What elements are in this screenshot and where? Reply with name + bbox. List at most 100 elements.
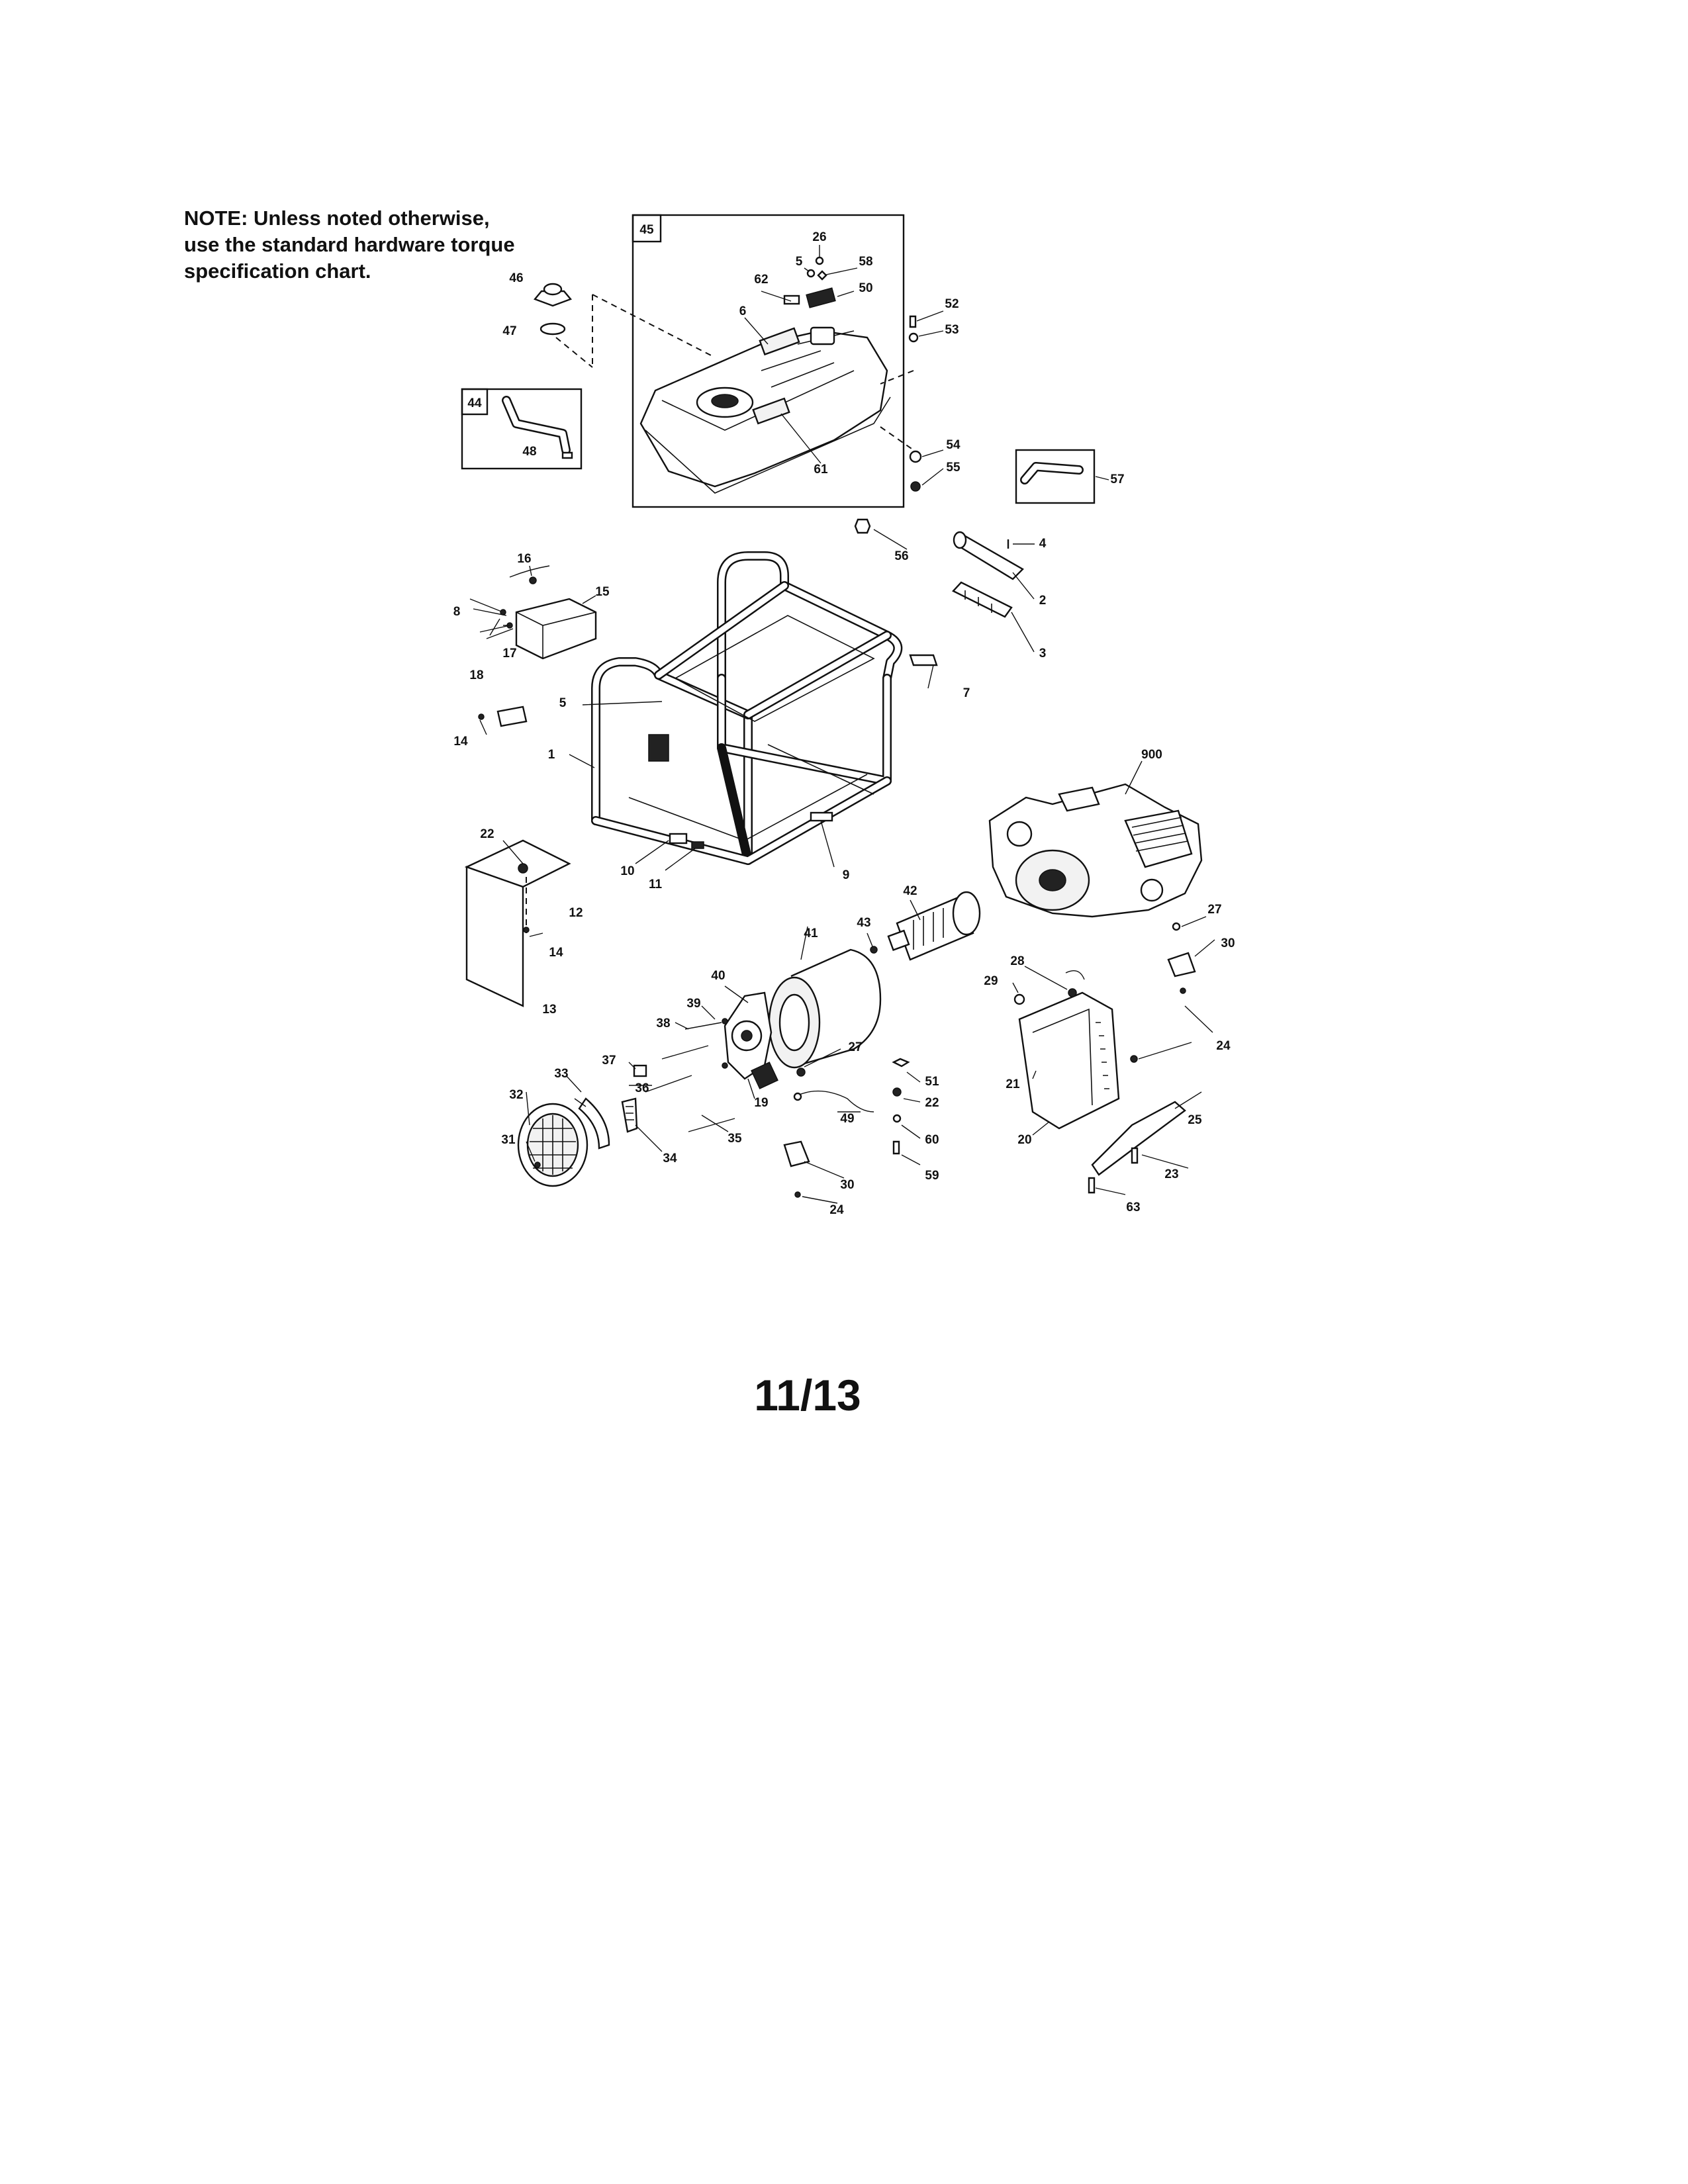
note-line-3: specification chart. xyxy=(184,259,371,283)
center-hardware xyxy=(783,1058,910,1198)
part-label: 55 xyxy=(946,461,961,475)
part-label: 4 xyxy=(1039,537,1047,551)
part-label: 30 xyxy=(840,1178,854,1192)
part-label: 21 xyxy=(1006,1077,1020,1091)
part-19-brush xyxy=(751,1062,778,1089)
part-28-exhaust-outlet xyxy=(1065,970,1085,980)
part-18-bracket xyxy=(496,705,528,727)
part-23-bolt xyxy=(1131,1147,1139,1164)
part-53-washer xyxy=(908,332,919,343)
fuel-tank-ridge xyxy=(661,370,855,431)
part-48-clamp xyxy=(561,451,573,459)
part-label: 33 xyxy=(554,1067,568,1081)
note-line-2: use the standard hardware torque xyxy=(184,233,515,256)
part-label: 22 xyxy=(925,1096,939,1110)
part-59-bolt xyxy=(892,1140,900,1155)
part-label: 15 xyxy=(595,585,610,599)
part-60-washer xyxy=(892,1114,902,1123)
muffler-group xyxy=(1013,922,1196,1194)
fuel-cap-dash xyxy=(555,294,716,368)
part-label: 22 xyxy=(480,827,494,841)
part-label: 24 xyxy=(1216,1039,1231,1053)
part-63-bolt xyxy=(1088,1177,1096,1194)
part-label: 25 xyxy=(1188,1113,1202,1127)
part-13-panel xyxy=(465,866,524,1007)
part-label: 900 xyxy=(1141,748,1162,762)
part-14b-screw xyxy=(523,927,530,933)
part-label: 36 xyxy=(635,1081,649,1095)
part-label: 38 xyxy=(656,1017,670,1030)
part-label: 3 xyxy=(1039,647,1047,660)
part-label: 14 xyxy=(453,735,468,749)
part-7-label xyxy=(909,654,938,666)
part-9-mount xyxy=(810,811,833,822)
part-30b-mount xyxy=(1167,952,1196,978)
part-label: 27 xyxy=(848,1040,862,1054)
frame-base-plate xyxy=(628,774,868,841)
callout-box-45-number: 45 xyxy=(639,223,654,237)
frame-top-plate xyxy=(674,615,875,722)
torque-note: NOTE: Unless noted otherwise, use the st… xyxy=(184,205,555,285)
fuel-line-group: 44 xyxy=(461,388,583,470)
part-42-rotor-shaft xyxy=(887,929,910,951)
part-label: 1 xyxy=(548,748,555,762)
fuel-cap-knob xyxy=(543,283,563,296)
part-24b-nut xyxy=(1130,1055,1138,1063)
panel-13-group xyxy=(464,839,571,1007)
part-label: 43 xyxy=(857,916,870,930)
part-label: 19 xyxy=(754,1096,768,1110)
engine-900 xyxy=(988,783,1203,918)
part-label: 54 xyxy=(946,438,961,452)
part-29-gasket xyxy=(1013,993,1025,1005)
frame-outlet-panel xyxy=(648,734,669,762)
part-11-mount xyxy=(691,841,704,849)
part-label: 56 xyxy=(894,549,908,563)
part-label: 46 xyxy=(509,271,523,285)
tank-mount-dash xyxy=(880,370,914,451)
part-label: 60 xyxy=(925,1133,939,1147)
frame-group xyxy=(591,551,903,865)
part-label: 63 xyxy=(1126,1201,1140,1214)
engine-oil-plug xyxy=(1140,878,1164,902)
part-label: 30 xyxy=(1221,936,1235,950)
part-label: 37 xyxy=(602,1054,616,1068)
fuel-tank-label-62 xyxy=(759,327,800,356)
part-20-muffler-guard xyxy=(1018,991,1120,1130)
part-label: 7 xyxy=(963,686,970,700)
part-label: 35 xyxy=(727,1132,742,1146)
part-label: 12 xyxy=(569,906,583,920)
part-2-grip-end xyxy=(953,531,967,549)
part-39-nut xyxy=(722,1018,728,1024)
part-label: 10 xyxy=(620,864,634,878)
part-label: 42 xyxy=(903,884,917,898)
fuel-tank-label-61 xyxy=(752,397,790,425)
part-8-wires xyxy=(469,598,514,639)
callout-box-45-frame xyxy=(632,214,905,508)
part-label: 23 xyxy=(1164,1167,1178,1181)
engine-crank-port xyxy=(1006,821,1033,847)
fuel-tank-lip xyxy=(645,396,891,494)
part-51-clip xyxy=(892,1058,910,1068)
part-labels: 26 5 58 50 62 6 46 47 52 53 48 61 54 55 … xyxy=(453,230,1235,1217)
part-37-clip xyxy=(633,1064,647,1077)
part-label: 48 xyxy=(522,445,536,459)
part-label: 8 xyxy=(453,605,461,619)
part-57-frame xyxy=(1015,449,1096,504)
control-box-group xyxy=(469,565,597,727)
part-label: 13 xyxy=(542,1003,556,1017)
callout-box-44-number: 44 xyxy=(467,396,482,410)
part-24a-nut xyxy=(794,1191,801,1198)
part-55-nut xyxy=(910,481,921,492)
part-label: 39 xyxy=(686,997,700,1011)
fuel-gauge xyxy=(810,326,835,345)
part-label: 58 xyxy=(859,255,872,269)
part-27b-nut xyxy=(1172,922,1181,931)
part-27a-nut xyxy=(796,1068,806,1077)
alternator-group xyxy=(645,891,981,1132)
part-16-wire xyxy=(509,565,550,578)
part-label: 57 xyxy=(1110,473,1124,486)
part-54-grommet xyxy=(909,450,922,463)
part-label: 49 xyxy=(840,1112,854,1126)
part-label: 61 xyxy=(814,463,828,477)
